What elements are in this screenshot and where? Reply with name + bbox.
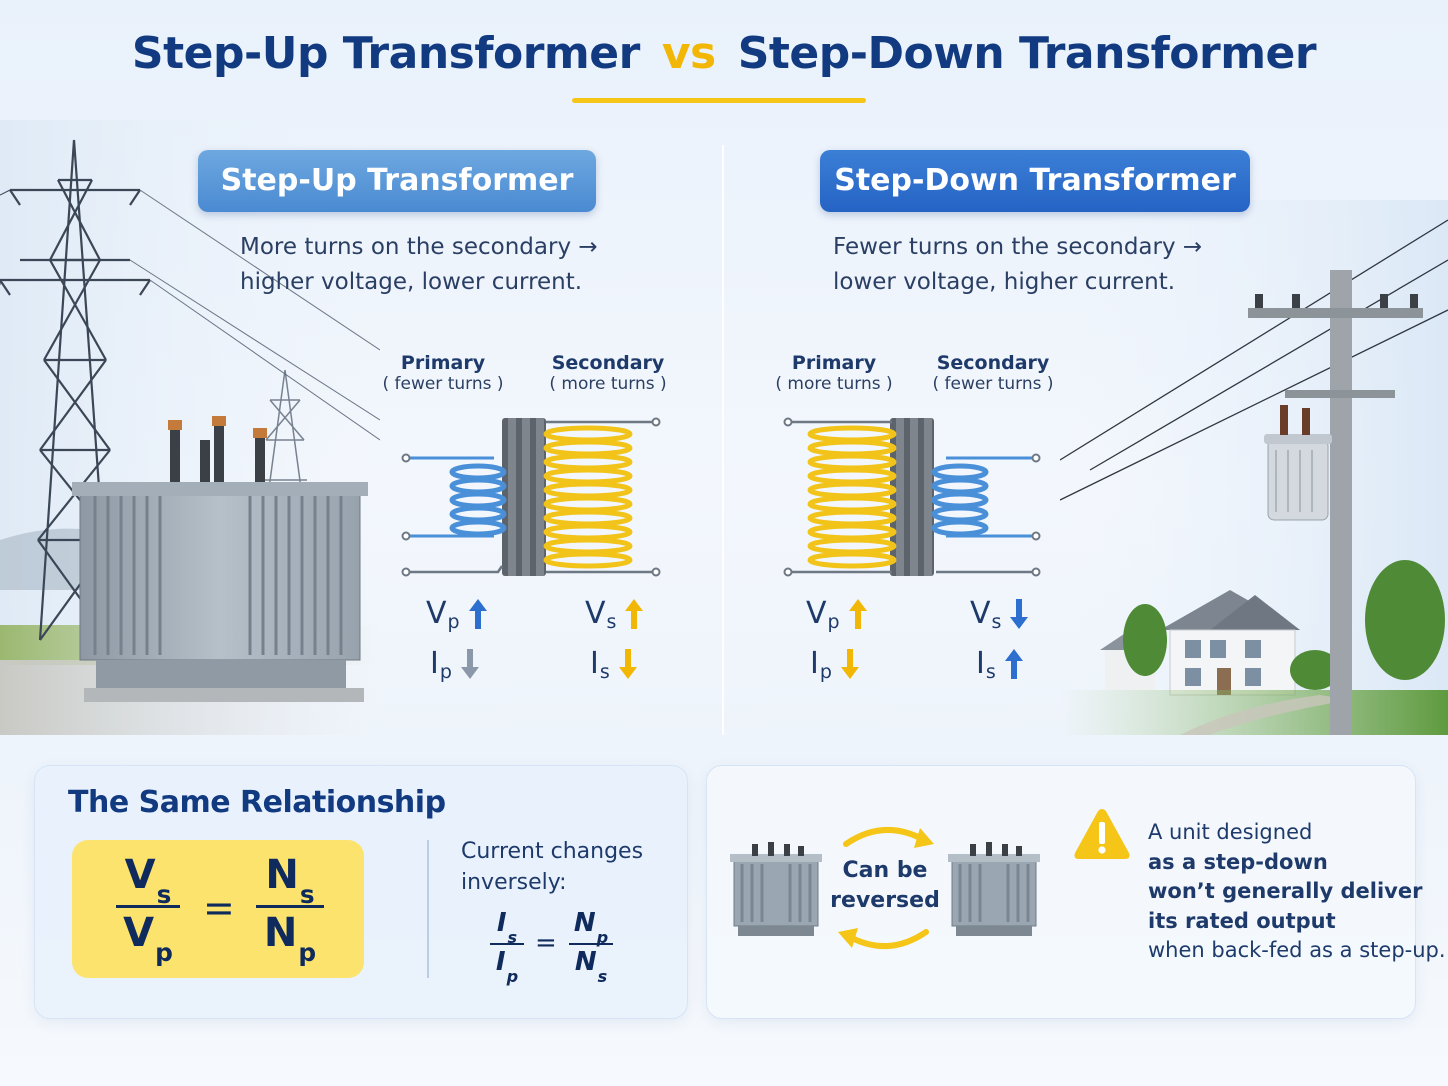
reversal-text: Can be reversed	[830, 856, 940, 916]
primary-name: Primary	[791, 352, 877, 374]
primary-coil-icon	[406, 456, 507, 538]
page-title: Step-Up Transformer vs Step-Down Transform…	[0, 28, 1448, 79]
step-down-secondary-label: Secondary ( fewer turns )	[908, 352, 1078, 394]
secondary-name: Secondary	[936, 352, 1050, 374]
core-icon	[502, 418, 546, 576]
up-arrow-icon	[625, 598, 644, 629]
step-up-primary-label: Primary ( fewer turns )	[358, 352, 528, 394]
reversal-card	[706, 765, 1416, 1019]
secondary-sub: ( more turns )	[549, 374, 667, 394]
title-left: Step-Up Transformer	[131, 28, 640, 79]
up-arrow-icon	[468, 598, 487, 629]
equals-sign: =	[203, 886, 235, 930]
inverse-text: Current changes inversely:	[461, 836, 643, 898]
step-up-description: More turns on the secondary → higher vol…	[240, 230, 680, 300]
secondary-name: Secondary	[551, 352, 665, 374]
step-down-desc-line1: Fewer turns on the secondary →	[833, 234, 1203, 260]
reverse-arrows-icon	[838, 827, 934, 949]
panel-divider	[722, 145, 724, 735]
up-arrow-icon	[848, 598, 867, 629]
primary-sub: ( more turns )	[775, 374, 893, 394]
down-arrow-icon	[618, 648, 637, 679]
warning-line5: when back-fed as a step-up.	[1148, 938, 1446, 962]
step-down-desc-line2: lower voltage, higher current.	[833, 269, 1176, 295]
title-right: Step-Down Transformer	[737, 28, 1317, 79]
down-arrow-icon	[460, 648, 479, 679]
residential-scene	[1060, 200, 1448, 735]
secondary-sub: ( fewer turns )	[932, 374, 1054, 394]
reversal-line1: Can be	[842, 858, 928, 883]
warning-line2: as a step-down	[1148, 849, 1328, 874]
pole-transformer-icon	[1264, 405, 1332, 521]
title-vs: vs	[661, 28, 716, 79]
transformer-icon	[72, 416, 368, 702]
turns-ratio: Ns Np	[256, 852, 324, 967]
inverse-turns-ratio: Np Ns	[569, 908, 613, 986]
transformer-icon	[948, 842, 1040, 936]
core-icon	[890, 418, 934, 576]
formula-divider	[427, 840, 429, 978]
warning-line3: won’t generally deliver	[1148, 879, 1423, 903]
title-underline	[572, 98, 866, 103]
step-up-label: Step-Up Transformer	[198, 150, 596, 212]
step-up-secondary-label: Secondary ( more turns )	[523, 352, 693, 394]
inverse-equals: =	[535, 928, 557, 958]
inverse-line2: inversely:	[461, 870, 567, 895]
warning-icon	[1074, 809, 1130, 859]
inverse-line1: Current changes	[461, 839, 644, 864]
up-arrow-icon	[1004, 648, 1023, 679]
step-down-coil-diagram	[783, 417, 1041, 577]
primary-sub: ( fewer turns )	[382, 374, 504, 394]
substation-scene	[0, 120, 380, 735]
primary-coil-icon	[807, 425, 897, 569]
tower-icon	[0, 139, 380, 641]
step-down-description: Fewer turns on the secondary → lower vol…	[833, 230, 1273, 300]
warning-line1: A unit designed	[1148, 820, 1313, 844]
relationship-title: The Same Relationship	[68, 785, 446, 820]
voltage-ratio: Vs Vp	[116, 852, 180, 967]
secondary-coil-icon	[931, 456, 1034, 538]
formula-box: Vs Vp = Ns Np	[72, 840, 364, 978]
utility-pole-icon	[1248, 270, 1423, 735]
step-down-primary-label: Primary ( more turns )	[749, 352, 919, 394]
primary-name: Primary	[400, 352, 486, 374]
step-up-desc-line1: More turns on the secondary →	[240, 234, 598, 260]
warning-line4: its rated output	[1148, 908, 1336, 933]
current-ratio: Is Ip	[490, 908, 524, 986]
step-down-label: Step-Down Transformer	[820, 150, 1250, 212]
down-arrow-icon	[840, 648, 859, 679]
down-arrow-icon	[1010, 598, 1029, 629]
transformer-icon	[730, 842, 822, 936]
reversal-line2: reversed	[830, 888, 940, 913]
step-up-desc-line2: higher voltage, lower current.	[240, 269, 583, 295]
step-up-coil-diagram	[401, 417, 661, 577]
secondary-coil-icon	[543, 425, 633, 569]
warning-text: A unit designed as a step-down won’t gen…	[1148, 818, 1446, 966]
